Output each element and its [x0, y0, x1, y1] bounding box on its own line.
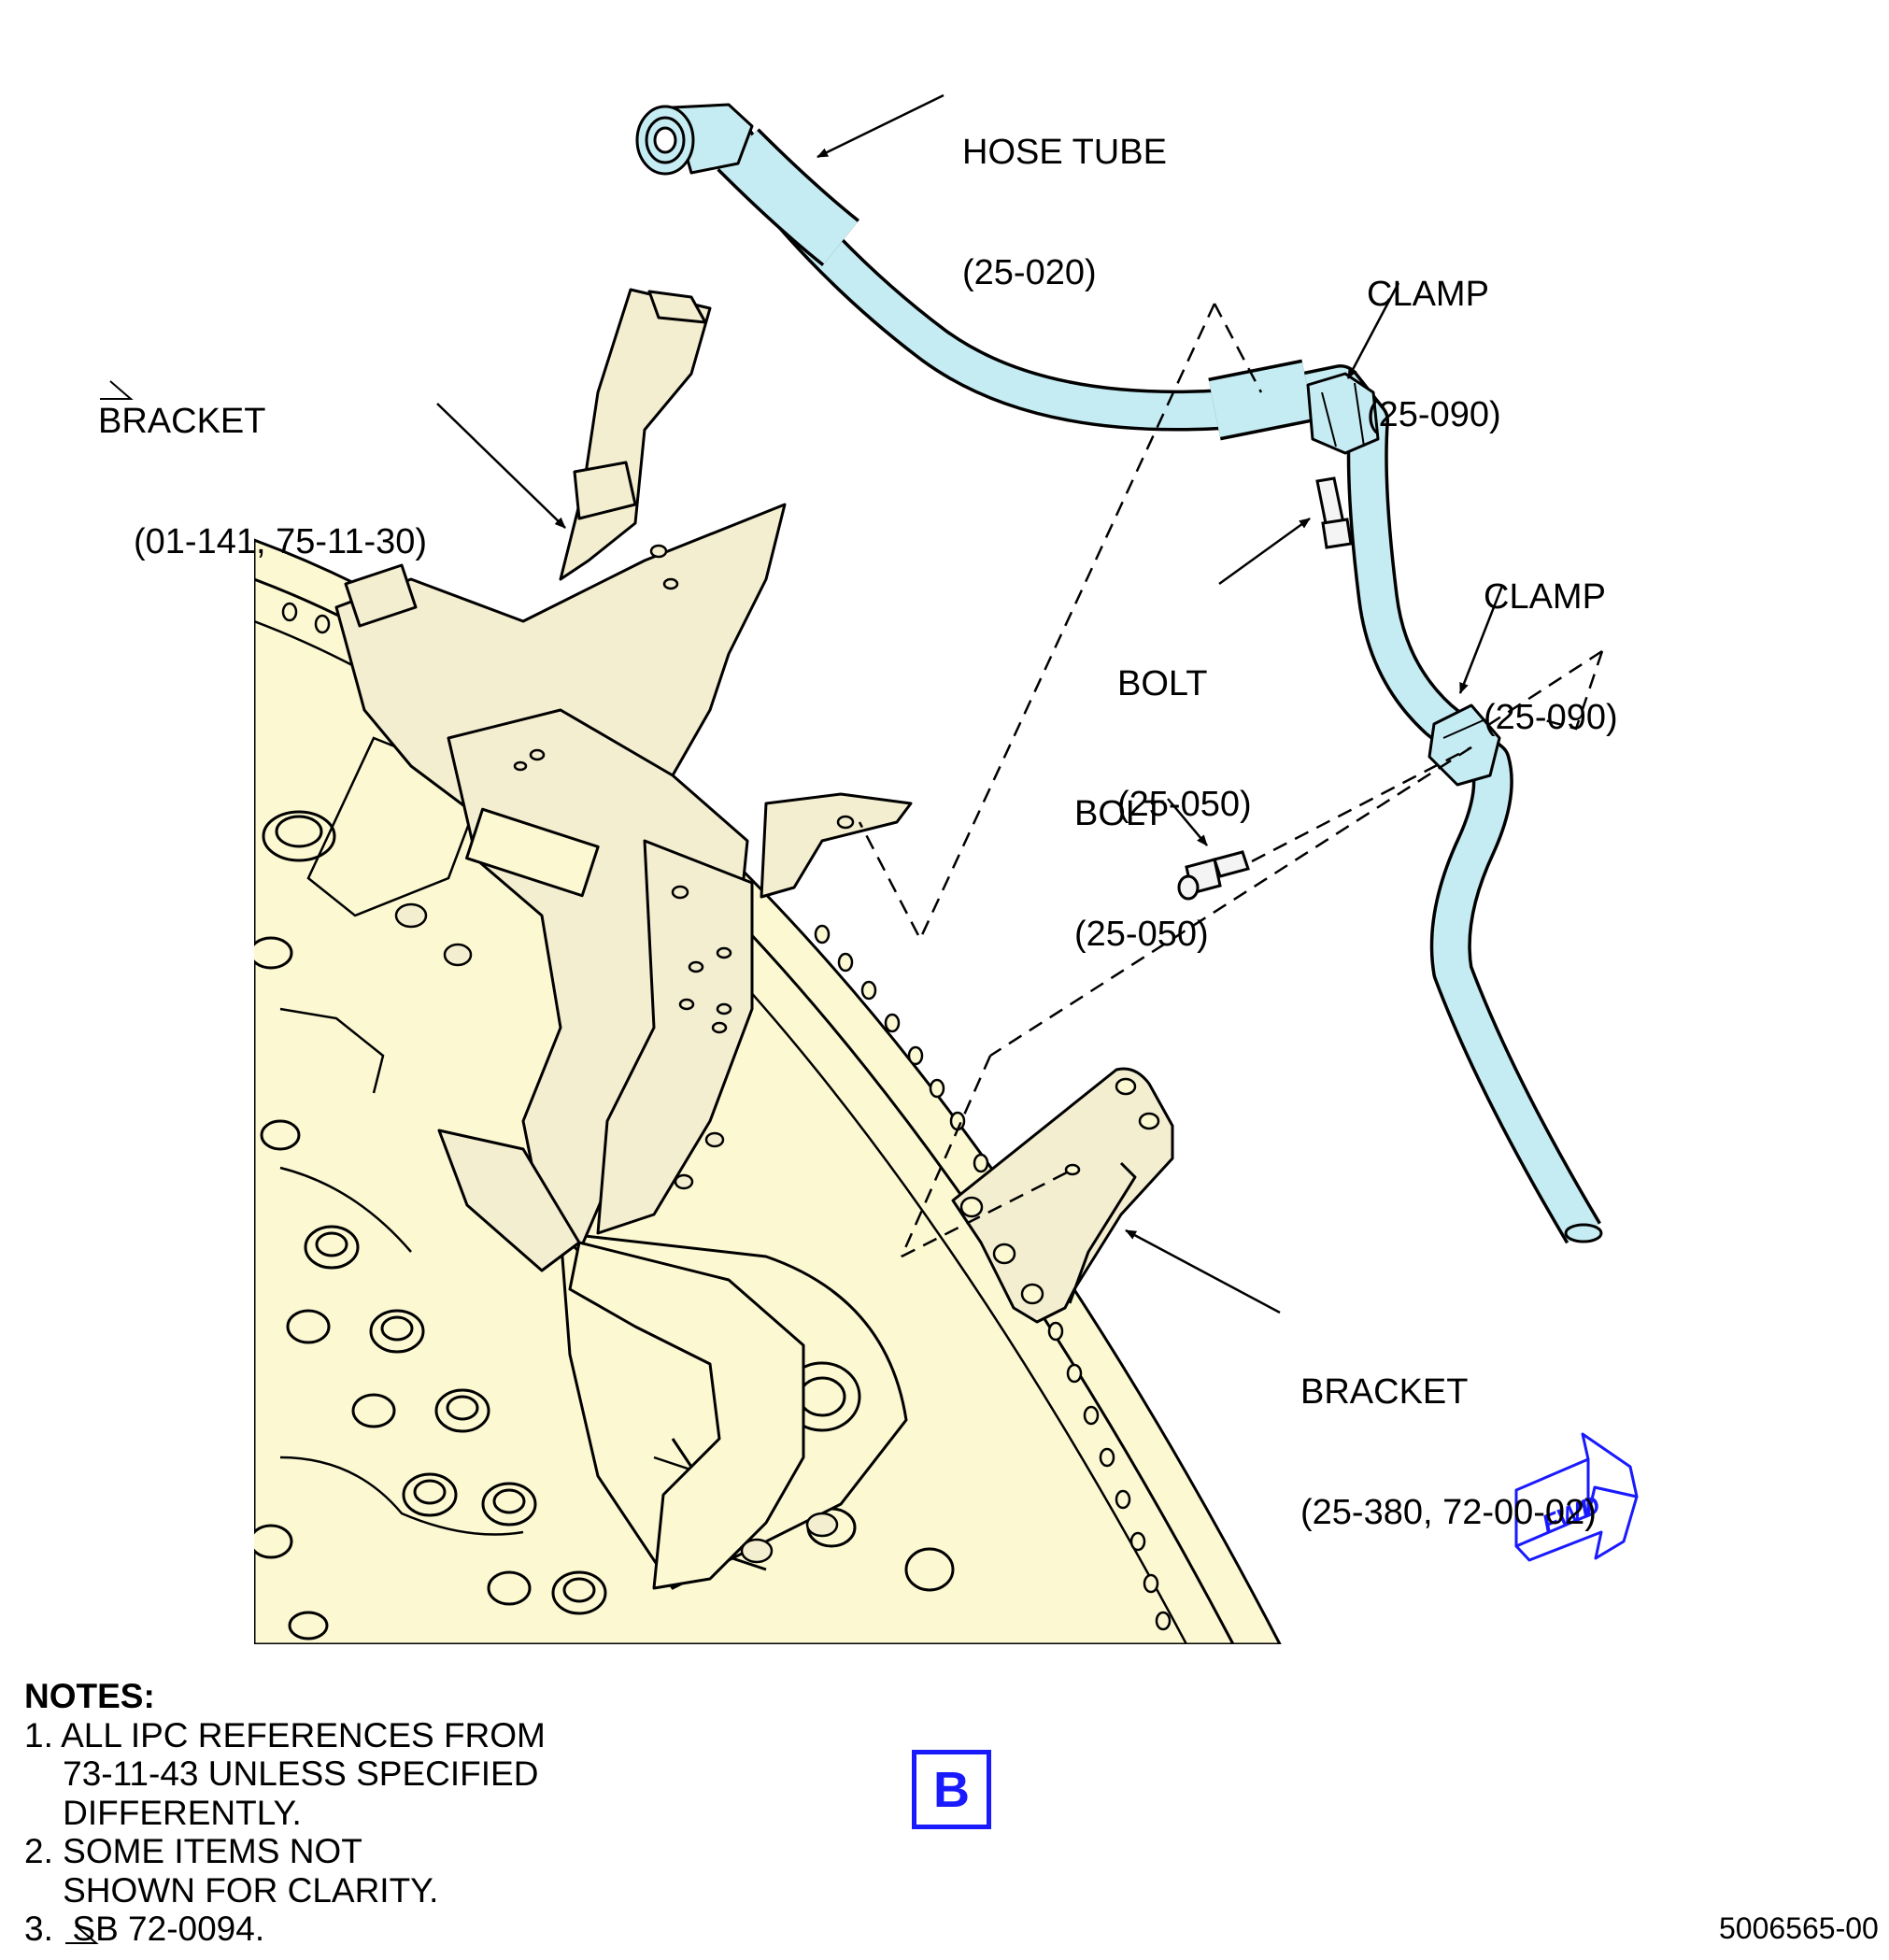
bracket-tab [760, 792, 913, 899]
callout-hose-tube-name: HOSE TUBE [962, 133, 1167, 172]
hose-tube [635, 103, 1603, 1244]
note-line: 1. ALL IPC REFERENCES FROM [24, 1715, 546, 1754]
callout-clamp-upper-ref: (25-090) [1367, 395, 1501, 434]
callout-bracket-lower-ref: (25-380, 72-00-02) [1300, 1493, 1597, 1532]
note-line: DIFFERENTLY. [24, 1793, 302, 1832]
revision-delta-markers [65, 380, 134, 1944]
bracket-foot [437, 1129, 581, 1272]
bolt-upper [1315, 476, 1353, 549]
lower-clamp-sleeve [1427, 703, 1501, 787]
callout-bolt-lower: BOLT (25-050) [1074, 714, 1209, 995]
view-label: B [933, 1762, 970, 1818]
notes-block: NOTES: 1. ALL IPC REFERENCES FROM 73-11-… [24, 1677, 546, 1949]
note-line: 3. SB 72-0094. [24, 1910, 265, 1948]
callout-bolt-upper-ref: (25-050) [1117, 785, 1252, 824]
bracket-clip-left [344, 563, 418, 628]
bracket-clip-top [647, 290, 707, 324]
drawing-number: 5006565-00 [1719, 1911, 1879, 1945]
callout-clamp-upper: CLAMP (25-090) [1367, 194, 1501, 476]
callout-bracket-upper-ref: (01-141, 75-11-30) [134, 522, 428, 561]
bracket-arm [559, 288, 712, 581]
leader-arrows [436, 93, 1504, 1314]
bolt-lower [1177, 850, 1250, 901]
callout-bracket-upper: BRACKET (01-141, 75-11-30) [98, 321, 427, 603]
bracket-holes [394, 544, 855, 1564]
callout-clamp-lower-name: CLAMP [1484, 577, 1606, 617]
callout-clamp-upper-name: CLAMP [1367, 275, 1489, 314]
bracket-slot [465, 807, 600, 898]
hose-end-fitting [635, 103, 754, 176]
note-line: 73-11-43 UNLESS SPECIFIED [24, 1754, 539, 1793]
callout-bolt-lower-name: BOLT [1074, 794, 1165, 833]
bracket-clip-mid [573, 461, 637, 520]
notes-title: NOTES: [24, 1677, 155, 1715]
upper-bracket-assembly [334, 288, 913, 1590]
callout-bracket-upper-name: BRACKET [98, 402, 266, 441]
view-label-box: B [912, 1750, 991, 1829]
bracket-side-plate [596, 839, 754, 1235]
callout-bolt-lower-ref: (25-050) [1074, 915, 1209, 954]
callout-hose-tube: HOSE TUBE (25-020) [962, 52, 1167, 334]
callout-clamp-lower-ref: (25-090) [1484, 698, 1618, 737]
fwd-arrow-icon: FWD [1514, 1432, 1639, 1562]
upper-clamp-nut [1306, 372, 1380, 455]
dashed-assembly-lines [858, 303, 1604, 1258]
callout-clamp-lower: CLAMP (25-090) [1484, 497, 1618, 778]
lower-bracket-holes [959, 1077, 1160, 1305]
callout-bolt-upper: BOLT (25-050) [1117, 584, 1252, 865]
callout-bracket-lower: BRACKET (25-380, 72-00-02) [1300, 1292, 1597, 1573]
callout-bolt-upper-name: BOLT [1117, 664, 1208, 703]
bracket-lower-arm [568, 1241, 805, 1590]
note-line: 2. SOME ITEMS NOT [24, 1832, 362, 1870]
bracket-main-plate [334, 503, 787, 889]
callout-bracket-lower-name: BRACKET [1300, 1372, 1469, 1412]
note-line: SHOWN FOR CLARITY. [24, 1870, 439, 1910]
callout-hose-tube-ref: (25-020) [962, 253, 1097, 292]
